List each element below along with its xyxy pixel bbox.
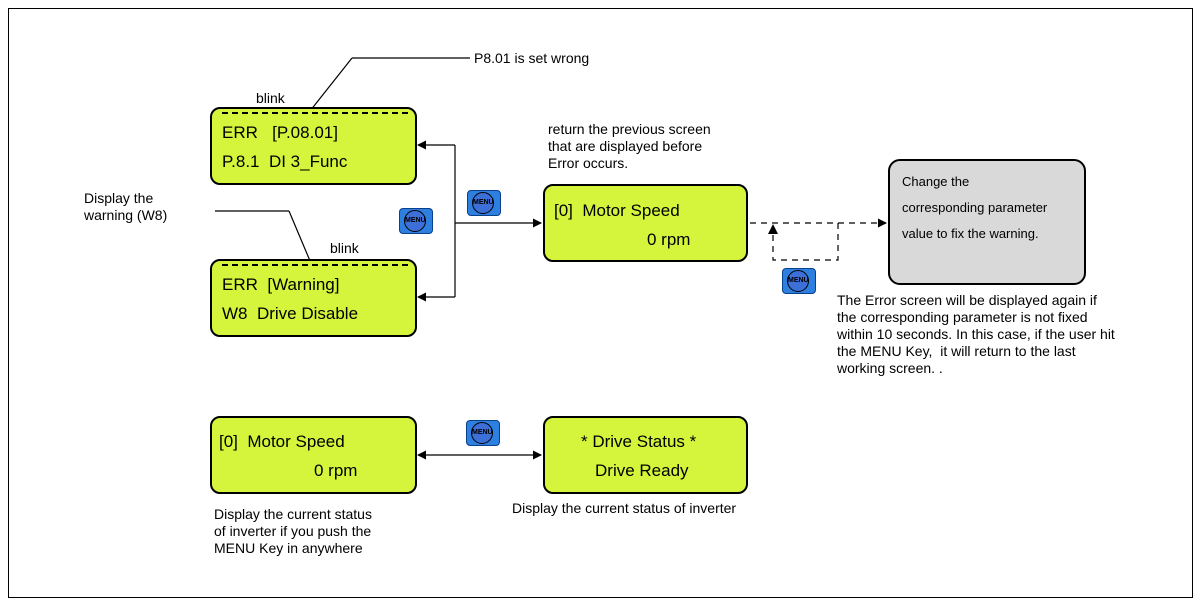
error-again-line2: the corresponding parameter is not fixed: [837, 309, 1088, 325]
diagram-frame: [8, 8, 1193, 598]
status-left-line1: Display the current status: [214, 506, 372, 522]
lcd-motor-speed-bottom: [0] Motor Speed 0 rpm: [210, 416, 417, 494]
lcd-err-label: ERR: [222, 123, 258, 142]
menu-key-icon: MENU: [467, 190, 501, 216]
fix-box-line2: corresponding parameter: [902, 200, 1048, 215]
error-again-line1: The Error screen will be displayed again…: [837, 292, 1097, 308]
lcd-err-warning-line2: W8 Drive Disable: [222, 304, 359, 323]
lcd-motor-speed-bottom-line1: [0] Motor Speed: [219, 432, 345, 451]
return-line1: return the previous screen: [548, 121, 711, 137]
display-warning-line2: warning (W8): [84, 207, 168, 223]
return-line2: that are displayed before: [548, 138, 703, 154]
lcd-err-param-line2: P.8.1 DI 3_Func: [222, 152, 348, 171]
status-right: Display the current status of inverter: [512, 500, 737, 516]
status-left-line3: MENU Key in anywhere: [214, 540, 363, 556]
return-line3: Error occurs.: [548, 155, 629, 171]
lcd-warning-label: Warning: [272, 275, 335, 294]
lcd-err-param: ERR [P.08.01] P.8.1 DI 3_Func: [210, 107, 417, 185]
lcd-motor-speed-line1: [0] Motor Speed: [554, 201, 680, 220]
lcd-err-warning: ERR [Warning] W8 Drive Disable: [210, 259, 417, 337]
p801-note: P8.01 is set wrong: [474, 50, 590, 66]
menu-key-icon: MENU: [466, 420, 500, 446]
blink-indicator: [222, 112, 408, 114]
lcd-drive-status-line2: Drive Ready: [595, 461, 689, 480]
lcd-drive-status: * Drive Status * Drive Ready: [543, 416, 748, 494]
blink-indicator: [222, 264, 408, 266]
error-again-line4: the MENU Key, it will return to the last: [837, 343, 1076, 359]
status-left-line2: of inverter if you push the: [214, 523, 372, 539]
display-warning-line1: Display the: [84, 190, 154, 206]
lcd-motor-speed-bottom-line2: 0 rpm: [314, 461, 358, 480]
lcd-motor-speed-line2: 0 rpm: [647, 230, 691, 249]
error-again-line3: within 10 seconds. In this case, if the …: [837, 326, 1115, 342]
lcd-motor-speed-top: [0] Motor Speed 0 rpm: [543, 184, 748, 262]
menu-key-icon: MENU: [399, 208, 433, 234]
menu-key-icon: MENU: [782, 268, 816, 294]
lcd-drive-status-line1: * Drive Status *: [581, 432, 697, 451]
blink-label-top: blink: [256, 90, 285, 106]
lcd-err-code: P.08.01: [276, 123, 334, 142]
fix-box-line3: value to fix the warning.: [902, 226, 1039, 241]
lcd-err-label: ERR: [222, 275, 258, 294]
blink-label-bottom: blink: [330, 240, 359, 256]
error-again-line5: working screen. .: [837, 360, 943, 376]
fix-box-line1: Change the: [902, 174, 970, 189]
fix-warning-box: Change the corresponding parameter value…: [888, 159, 1086, 285]
